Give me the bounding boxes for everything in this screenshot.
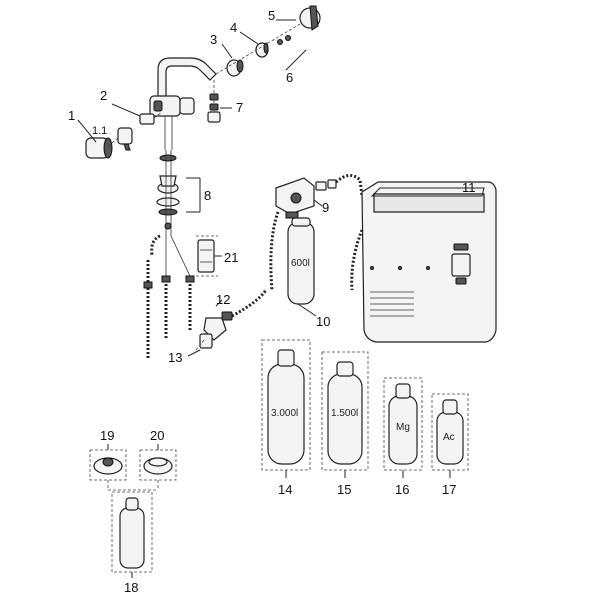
faucet-spout (149, 57, 217, 150)
cartridge-14 (261, 339, 311, 471)
label-16: 16 (395, 482, 409, 497)
valve-assembly-12-13 (195, 289, 268, 351)
part-9-filter-head (275, 174, 364, 219)
cartridge-17 (431, 393, 469, 471)
label-21: 21 (224, 250, 238, 265)
label-19: 19 (100, 428, 114, 443)
label-10: 10 (316, 314, 330, 329)
parts-3-4-5 (215, 5, 321, 77)
cartridge-16-label: Mg (396, 422, 410, 433)
label-11: 11 (462, 180, 476, 195)
label-15: 15 (337, 482, 351, 497)
part-19-cap (89, 449, 127, 481)
cartridge-17-label: Ac (443, 432, 455, 443)
part-21-clip (196, 235, 218, 277)
label-8: 8 (204, 188, 211, 203)
label-14: 14 (278, 482, 292, 497)
label-1: 1 (68, 108, 75, 123)
cartridge-15-label: 1.500l (331, 408, 358, 419)
label-1-1: 1.1 (92, 125, 107, 137)
cartridge-10-label: 600l (291, 258, 310, 269)
part-10-cartridge (287, 217, 315, 305)
part-8-mounting-set (156, 150, 180, 236)
label-20: 20 (150, 428, 164, 443)
label-4: 4 (230, 20, 237, 35)
label-12: 12 (216, 292, 230, 307)
lever-handle (85, 127, 133, 159)
part-2-insert (139, 111, 163, 125)
cartridge-16 (383, 377, 423, 471)
label-5: 5 (268, 8, 275, 23)
label-17: 17 (442, 482, 456, 497)
label-13: 13 (168, 350, 182, 365)
label-9: 9 (322, 200, 329, 215)
part-18-cartridge (111, 491, 153, 573)
faucet-hoses (143, 234, 195, 360)
part-11-chiller-unit (350, 181, 497, 343)
label-18: 18 (124, 580, 138, 595)
leader-lines (77, 19, 470, 578)
label-2: 2 (100, 88, 107, 103)
part-7-aerator (207, 80, 221, 123)
cartridge-14-label: 3.000l (271, 408, 298, 419)
label-6: 6 (286, 70, 293, 85)
filter-inlet-hose (269, 211, 280, 291)
label-7: 7 (236, 100, 243, 115)
label-3: 3 (210, 32, 217, 47)
part-20-cap (139, 449, 177, 481)
